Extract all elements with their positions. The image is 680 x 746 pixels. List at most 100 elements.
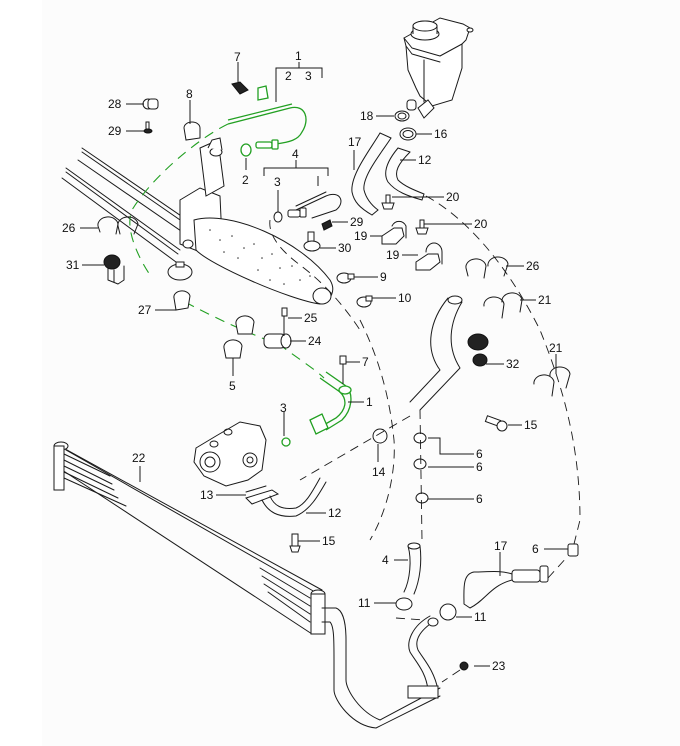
callout-32: 32 [506, 357, 520, 371]
callout-labels: 1 2 3 2 3 3 4 4 5 6 6 6 6 7 7 8 9 10 11 … [62, 49, 563, 673]
callout-14: 14 [372, 465, 386, 479]
callout-6-d: 6 [532, 542, 539, 556]
routing-path-hose17 [547, 555, 569, 579]
callout-21-a: 21 [538, 293, 552, 307]
clamp-8 [183, 121, 201, 141]
callout-4-lower: 4 [382, 553, 389, 567]
bolt-20-a [381, 194, 395, 210]
callout-8: 8 [186, 87, 193, 101]
callout-24: 24 [308, 334, 322, 348]
callout-28: 28 [108, 97, 122, 111]
bracket-19-a [381, 220, 407, 245]
callout-17-lower: 17 [494, 539, 508, 553]
bolt-23 [441, 661, 469, 683]
bushing-24 [263, 333, 292, 349]
callout-9: 9 [380, 270, 387, 284]
callout-1-lower: 1 [366, 395, 373, 409]
oil-cooler-22 [53, 441, 326, 635]
callout-16: 16 [434, 127, 448, 141]
gasket-13 [245, 485, 267, 493]
power-steering-pump [193, 421, 267, 487]
clip-21-b [533, 366, 571, 397]
clamp-14 [299, 415, 411, 481]
callout-2: 2 [242, 173, 249, 187]
return-hose-17 [351, 132, 392, 216]
bolt-29-b [321, 219, 333, 231]
bolt-15-lower [289, 533, 301, 553]
callout-29-right: 29 [350, 215, 364, 229]
bolt-25 [281, 307, 288, 336]
clamp-9 [336, 272, 355, 284]
steering-rack [61, 137, 334, 305]
callout-20-a: 20 [446, 190, 460, 204]
callout-1-sub-3: 3 [305, 69, 312, 83]
clamp-6-stack [413, 409, 429, 541]
callout-20-b: 20 [474, 217, 488, 231]
callout-21-b: 21 [549, 341, 563, 355]
return-hose-17-lower [463, 565, 549, 609]
rack-boot-dots [209, 229, 311, 285]
callout-31: 31 [66, 258, 80, 272]
callout-1: 1 [295, 49, 302, 63]
callout-18: 18 [360, 109, 374, 123]
callout-7-upper: 7 [234, 50, 241, 64]
callout-22: 22 [132, 451, 146, 465]
callout-3-upper: 3 [274, 175, 281, 189]
callout-13: 13 [200, 488, 214, 502]
bolt-15-right [484, 415, 508, 432]
bolt-20-b [415, 219, 429, 235]
callout-4-upper: 4 [292, 147, 299, 161]
callout-6-b: 6 [476, 460, 483, 474]
callout-25: 25 [304, 311, 318, 325]
clamp-11-left [395, 597, 425, 621]
callout-12-upper: 12 [418, 153, 432, 167]
clip-26-left [97, 216, 139, 235]
callout-19-b: 19 [386, 248, 400, 262]
callout-6-c: 6 [476, 492, 483, 506]
fluid-reservoir [403, 17, 474, 119]
pressure-line-4 [269, 191, 361, 331]
clamp-11-right [439, 603, 457, 621]
clamp-6-right [567, 543, 579, 557]
routing-path-middle [359, 319, 395, 541]
clip-31 [103, 254, 125, 285]
callout-1-sub-2: 2 [285, 69, 292, 83]
callout-12-lower: 12 [328, 506, 342, 520]
callout-11-left: 11 [358, 596, 371, 610]
callout-7-lower: 7 [362, 355, 369, 369]
pressure-hose-12-lower [245, 477, 327, 517]
callout-29-left: 29 [108, 124, 122, 138]
callout-10: 10 [398, 291, 412, 305]
callout-23: 23 [492, 659, 506, 673]
bolt-7-lower [339, 355, 347, 384]
bolt-29-a [143, 121, 153, 134]
callout-15-right: 15 [524, 418, 538, 432]
hose-clamp-18 [394, 110, 410, 122]
callout-26-right: 26 [526, 259, 540, 273]
pressure-line-1-upper [129, 85, 325, 379]
callout-19-a: 19 [354, 229, 368, 243]
hose-clamp-27 [167, 261, 193, 311]
hose-clamp-16 [399, 127, 417, 141]
hose-4-lower [403, 542, 422, 595]
bracket-19-b [415, 242, 443, 271]
callout-30: 30 [338, 241, 352, 255]
leader-lines [80, 62, 568, 667]
clip-32 [467, 333, 489, 367]
callout-26-left: 26 [62, 221, 76, 235]
hose-large-middle [409, 295, 463, 411]
callout-27: 27 [138, 303, 152, 317]
callout-5: 5 [229, 379, 236, 393]
bolt-7-top [231, 81, 249, 95]
routing-path-right [425, 195, 581, 545]
clip-21-a [483, 292, 523, 319]
clip-26-right [465, 256, 509, 279]
callout-15-lower: 15 [322, 534, 336, 548]
grommet-28 [142, 98, 159, 110]
callout-17-upper: 17 [348, 135, 362, 149]
clip-5 [223, 315, 255, 359]
clamp-30 [303, 231, 321, 252]
callout-11-right: 11 [474, 610, 487, 624]
callout-3-lower: 3 [280, 401, 287, 415]
